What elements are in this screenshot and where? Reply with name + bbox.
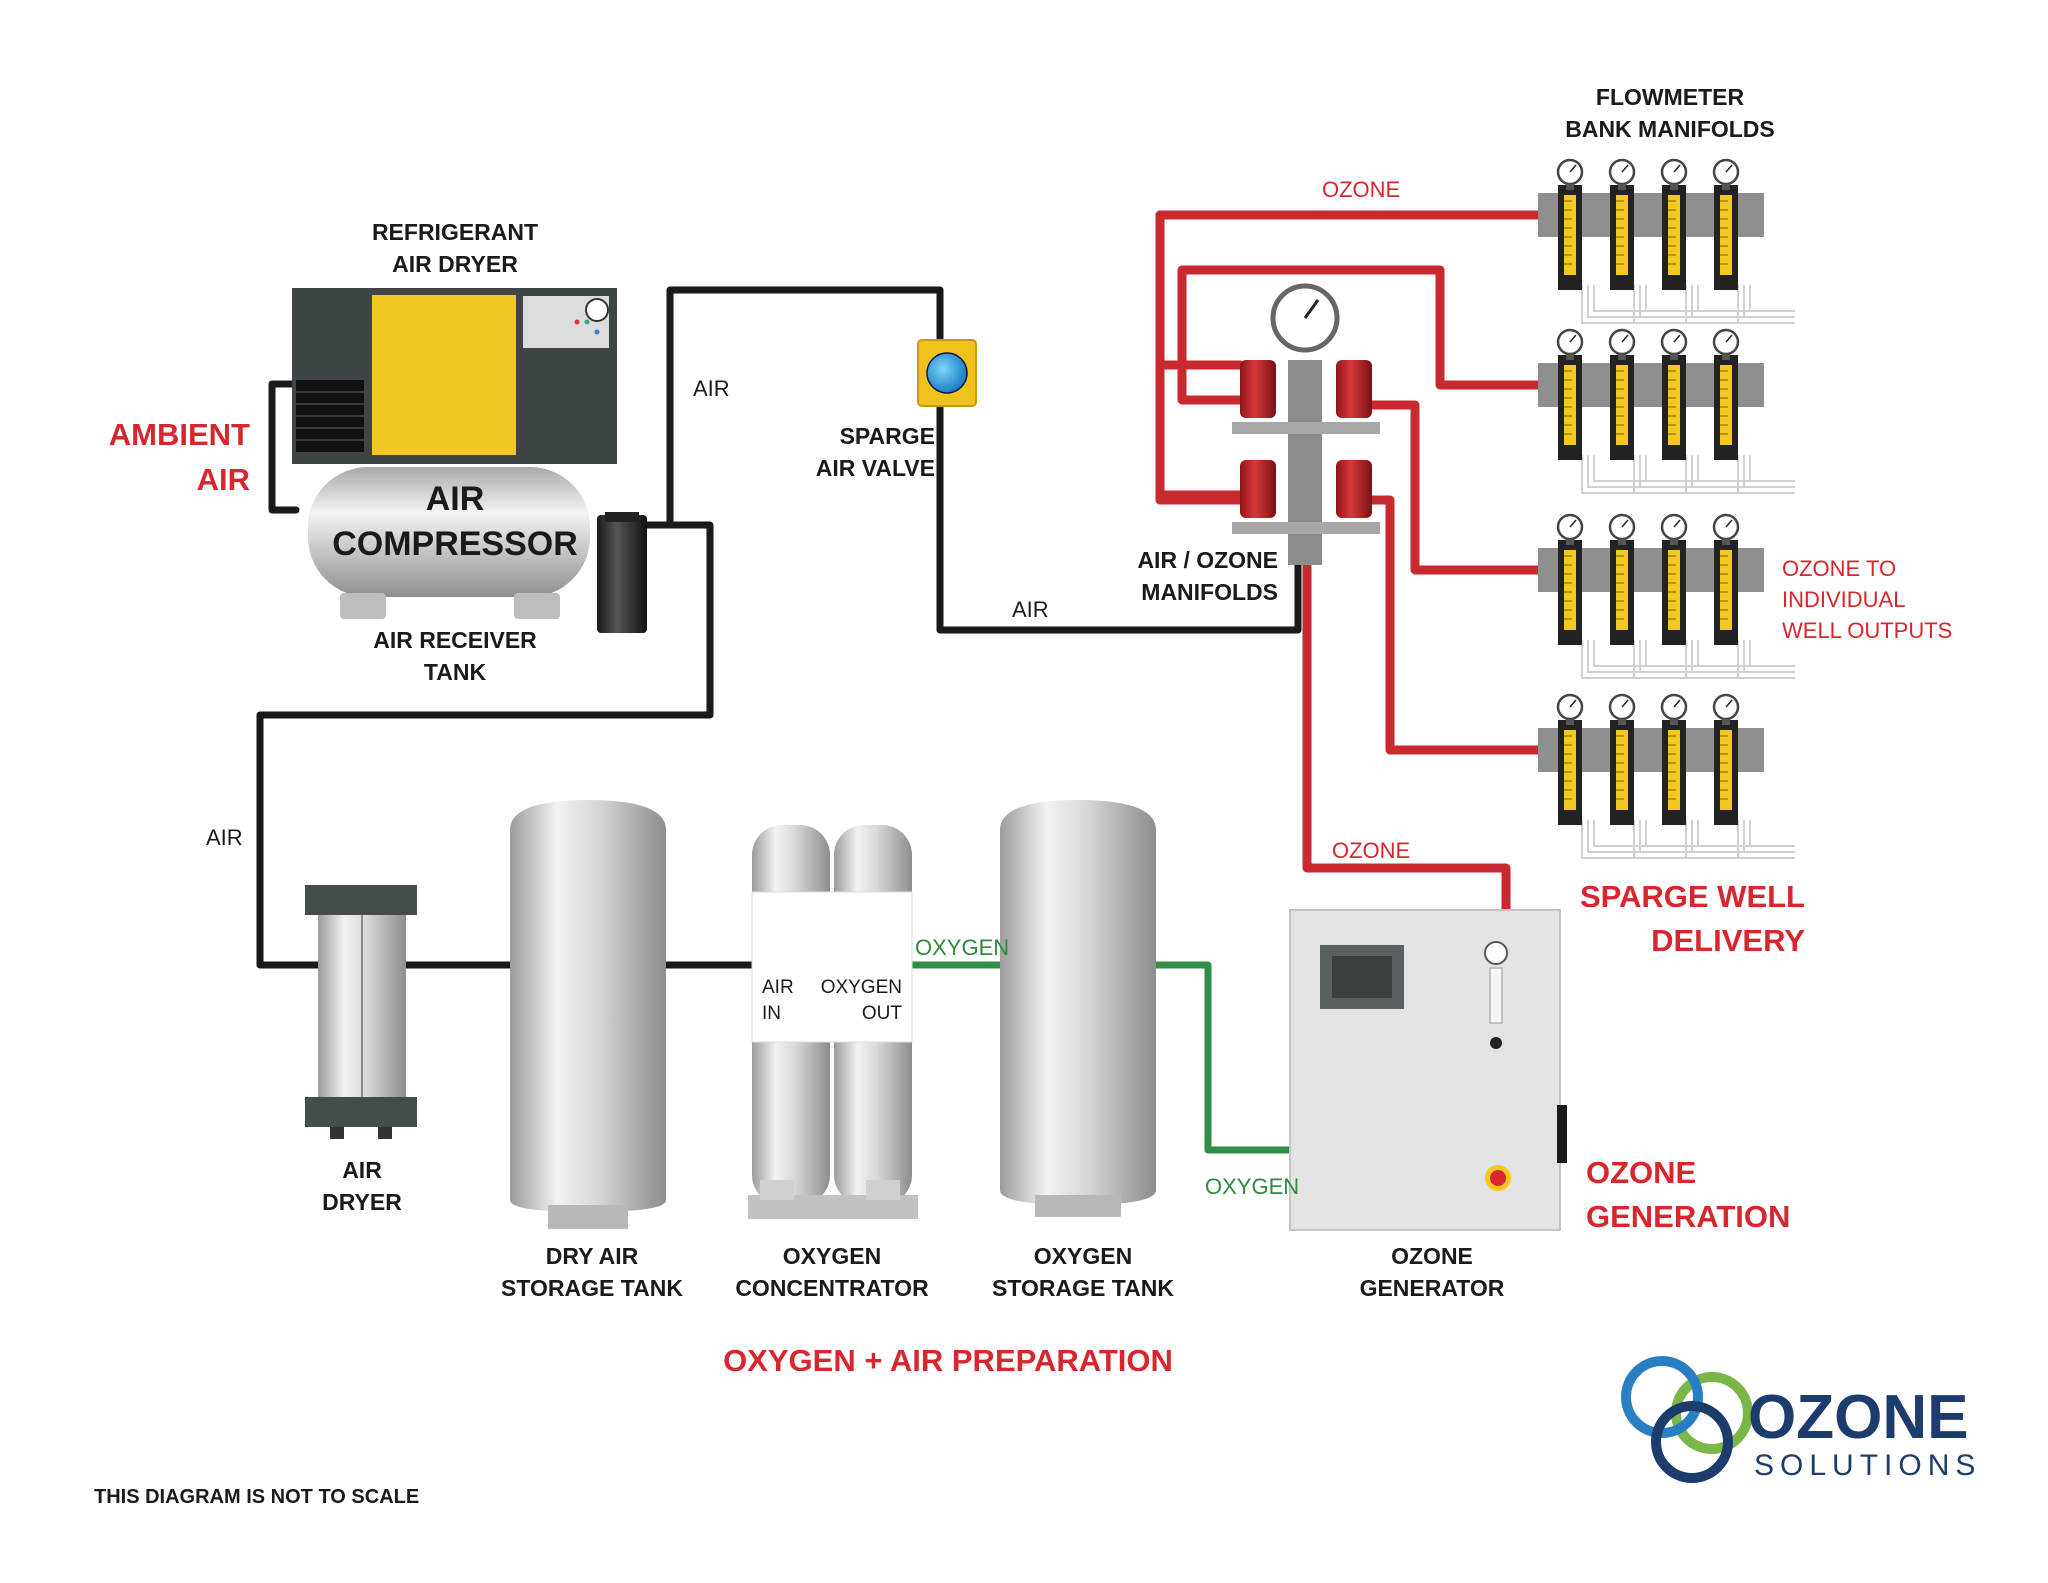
air-dryer-label-2: DRYER	[322, 1189, 402, 1215]
not-to-scale-note: THIS DIAGRAM IS NOT TO SCALE	[94, 1486, 419, 1508]
ozone-to-wells-label-1: OZONE TO	[1782, 556, 1896, 581]
flow-label-oxygen-mid: OXYGEN	[915, 935, 1009, 960]
air-receiver-label-1: AIR RECEIVER	[373, 627, 537, 653]
flowmeter-bank-label-2: BANK MANIFOLDS	[1565, 116, 1775, 142]
oxygen-storage-tank	[1000, 800, 1156, 1217]
oxygen-out-label-2: OUT	[862, 1003, 903, 1024]
flow-label-ozone-lower: OZONE	[1332, 838, 1410, 863]
dry-air-tank-label-2: STORAGE TANK	[501, 1275, 683, 1301]
refrigerant-dryer-label-2: AIR DRYER	[392, 251, 518, 277]
air-dryer-label-1: AIR	[342, 1157, 382, 1183]
ambient-air-label-1: AMBIENT	[109, 417, 250, 452]
section-title: OXYGEN + AIR PREPARATION	[723, 1343, 1173, 1378]
flowmeter-bank	[1538, 693, 1795, 859]
flowmeter-bank	[1538, 328, 1795, 494]
refrigerant-air-dryer	[292, 288, 617, 464]
sparge-delivery-label-1: SPARGE WELL	[1580, 879, 1805, 914]
sparge-valve-label-2: AIR VALVE	[816, 455, 935, 481]
flow-label-oxygen-low: OXYGEN	[1205, 1174, 1299, 1199]
ozone-to-wells-label-3: WELL OUTPUTS	[1782, 618, 1952, 643]
oxygen-out-label-1: OXYGEN	[821, 977, 902, 998]
flowmeter-bank-label-1: FLOWMETER	[1596, 84, 1745, 110]
air-in-label-1: AIR	[762, 977, 794, 998]
refrigerant-dryer-label-1: REFRIGERANT	[372, 219, 538, 245]
flow-label-air-middle: AIR	[1012, 597, 1049, 622]
sparge-delivery-label-2: DELIVERY	[1651, 923, 1805, 958]
air-ozone-manifold	[1232, 283, 1380, 565]
oxygen-lines	[900, 961, 1290, 1154]
air-compressor-label-2: COMPRESSOR	[332, 525, 578, 563]
sparge-valve-label-1: SPARGE	[840, 423, 935, 449]
dry-air-tank-label-1: DRY AIR	[546, 1243, 639, 1269]
inline-filter	[597, 512, 647, 633]
air-in-label-2: IN	[762, 1003, 781, 1024]
flowmeter-bank	[1538, 158, 1795, 324]
gauge-icon	[1484, 941, 1508, 965]
logo-word-solutions: SOLUTIONS	[1754, 1449, 1981, 1482]
flow-label-air-top: AIR	[693, 376, 730, 401]
dry-air-storage-tank	[510, 800, 666, 1229]
company-logo	[1621, 1356, 1753, 1483]
flow-label-air-left: AIR	[206, 825, 243, 850]
air-receiver-label-2: TANK	[424, 659, 487, 685]
ozone-generator	[1289, 909, 1567, 1231]
manifolds-label-1: AIR / OZONE	[1137, 547, 1278, 573]
ozone-generator-label-2: GENERATOR	[1360, 1275, 1505, 1301]
flowmeter-bank	[1538, 513, 1795, 679]
oxygen-concentrator-label-2: CONCENTRATOR	[735, 1275, 929, 1301]
ozone-generator-label-1: OZONE	[1391, 1243, 1473, 1269]
oxygen-tank-label-2: STORAGE TANK	[992, 1275, 1174, 1301]
air-dryer	[305, 885, 417, 1139]
flow-label-ozone-top: OZONE	[1322, 177, 1400, 202]
ambient-air-label-2: AIR	[197, 462, 250, 497]
manifolds-label-2: MANIFOLDS	[1141, 579, 1278, 605]
ozone-generation-label-2: GENERATION	[1586, 1199, 1790, 1234]
air-receiver-tank	[308, 467, 590, 619]
logo-word-ozone: OZONE	[1748, 1383, 1968, 1452]
oxygen-concentrator	[748, 825, 918, 1219]
oxygen-tank-label-1: OXYGEN	[1034, 1243, 1132, 1269]
oxygen-concentrator-label-1: OXYGEN	[783, 1243, 881, 1269]
ozone-to-wells-label-2: INDIVIDUAL	[1782, 587, 1905, 612]
air-compressor-label-1: AIR	[426, 480, 485, 518]
ozone-generation-label-1: OZONE	[1586, 1155, 1696, 1190]
sparge-air-valve	[917, 339, 977, 407]
flowmeter-bank-manifolds	[1538, 158, 1795, 859]
gauge-icon	[585, 298, 609, 322]
